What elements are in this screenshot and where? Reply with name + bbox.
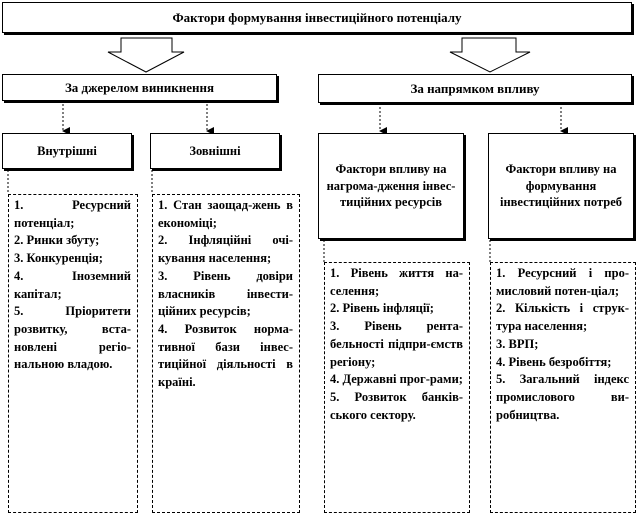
list-needs: 1. Ресурсний і про-мисловий потен-ціал; … (490, 262, 636, 513)
list-internal: 1. Ресурсний потенціал; 2. Ринки збуту; … (8, 194, 138, 513)
diagram-title-text: Фактори формування інвестиційного потенц… (172, 9, 462, 25)
diagram-title: Фактори формування інвестиційного потенц… (2, 2, 632, 33)
list-item: 4. Державні прог-рами; (330, 372, 463, 387)
list-item: 1. Стан заощад-жень в економіці; (158, 198, 293, 230)
category-internal: Внутрішні (2, 133, 132, 169)
group-direction-label: За напрямком впливу (410, 80, 540, 96)
list-item: 3. Конкуренція; (14, 251, 103, 266)
group-source-label: За джерелом виникнення (64, 79, 215, 95)
list-item: 4. Рівень безробіття; (496, 354, 612, 369)
list-item: 1. Рівень життя на-селення; (330, 266, 463, 298)
list-accumulation: 1. Рівень життя на-селення; 2. Рівень ін… (324, 262, 470, 513)
category-accumulation-label: Фактори впливу на нагрома-дження інвес-т… (326, 162, 456, 210)
list-item: 2. Рівень інфляції; (330, 301, 434, 316)
group-source: За джерелом виникнення (2, 74, 277, 101)
list-item: 5. Загальний індекс промислового ви-робн… (496, 372, 629, 422)
list-item: 5. Розвиток банків-ського сектору. (330, 389, 463, 422)
hollow-arrow-right (449, 37, 531, 73)
list-external: 1. Стан заощад-жень в економіці; 2. Інфл… (152, 194, 300, 513)
hollow-arrow-left (107, 37, 185, 73)
category-internal-label: Внутрішні (37, 143, 97, 158)
list-item: 5. Пріоритети розвитку, вста-новлені рег… (14, 304, 131, 372)
category-external-label: Зовнішні (189, 143, 241, 158)
list-item: 2. Інфляційні очі-кування населення; (158, 233, 293, 266)
list-item: 4. Іноземний капітал; (14, 268, 131, 301)
list-item: 1. Ресурсний і про-мисловий потен-ціал; (496, 266, 629, 298)
list-item: 3. Рівень рента-бельності підпри-ємств р… (330, 319, 463, 369)
category-accumulation: Фактори впливу на нагрома-дження інвес-т… (318, 133, 464, 239)
category-needs: Фактори впливу на формування інвестиційн… (488, 133, 634, 239)
list-item: 4. Розвиток норма-тивної бази інвес-тиці… (158, 321, 293, 390)
list-item: 3. ВРП; (496, 336, 539, 351)
category-external: Зовнішні (150, 133, 280, 169)
group-direction: За напрямком впливу (318, 74, 632, 103)
list-item: 2. Ринки збуту; (14, 233, 100, 248)
list-item: 2. Кількість і струк-тура населення; (496, 301, 629, 334)
list-item: 1. Ресурсний потенціал; (14, 198, 131, 230)
list-item: 3. Рівень довіри власників інвести-ційни… (158, 268, 293, 319)
category-needs-label: Фактори впливу на формування інвестиційн… (499, 162, 622, 210)
